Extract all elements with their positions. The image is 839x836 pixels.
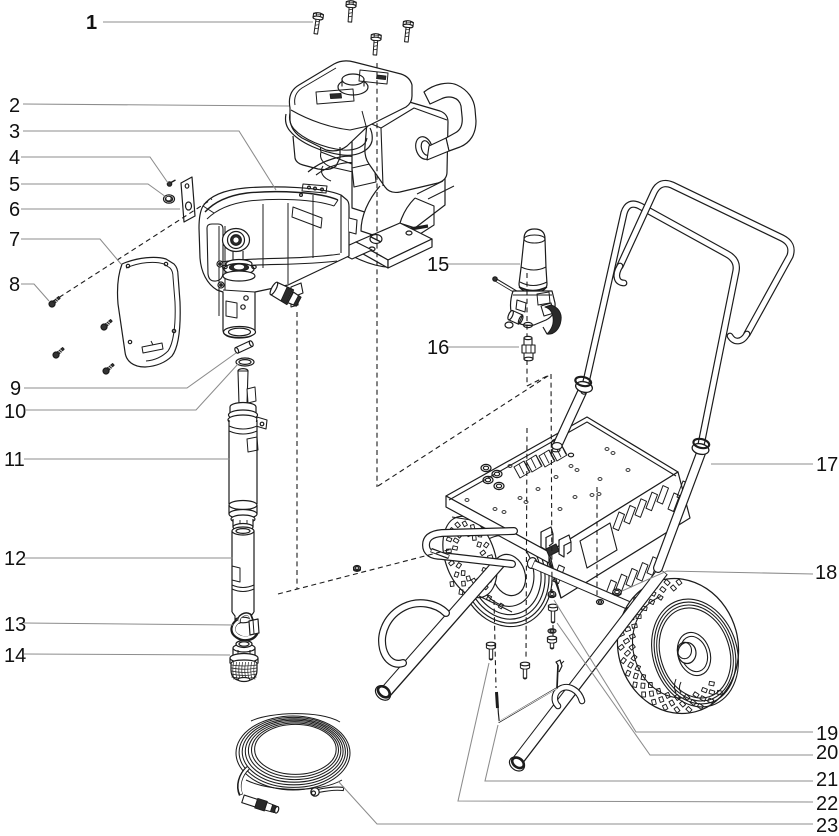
svg-text:21: 21: [816, 769, 838, 791]
svg-text:6: 6: [9, 199, 20, 221]
svg-text:9: 9: [10, 378, 21, 400]
svg-text:2: 2: [9, 95, 20, 117]
svg-text:12: 12: [4, 548, 26, 570]
svg-text:14: 14: [4, 645, 26, 667]
svg-text:20: 20: [816, 742, 838, 764]
svg-text:4: 4: [9, 147, 20, 169]
svg-text:17: 17: [816, 454, 838, 476]
svg-text:10: 10: [4, 401, 26, 423]
svg-text:8: 8: [9, 274, 20, 296]
svg-text:22: 22: [816, 793, 838, 815]
svg-text:1: 1: [86, 12, 97, 34]
svg-text:5: 5: [9, 174, 20, 196]
svg-text:3: 3: [9, 121, 20, 143]
svg-text:11: 11: [4, 449, 25, 471]
svg-text:15: 15: [427, 254, 449, 276]
svg-text:19: 19: [816, 723, 838, 745]
svg-text:16: 16: [427, 337, 449, 359]
svg-text:18: 18: [815, 562, 837, 584]
svg-text:7: 7: [9, 229, 20, 251]
svg-text:13: 13: [4, 614, 26, 636]
svg-text:23: 23: [816, 815, 838, 836]
